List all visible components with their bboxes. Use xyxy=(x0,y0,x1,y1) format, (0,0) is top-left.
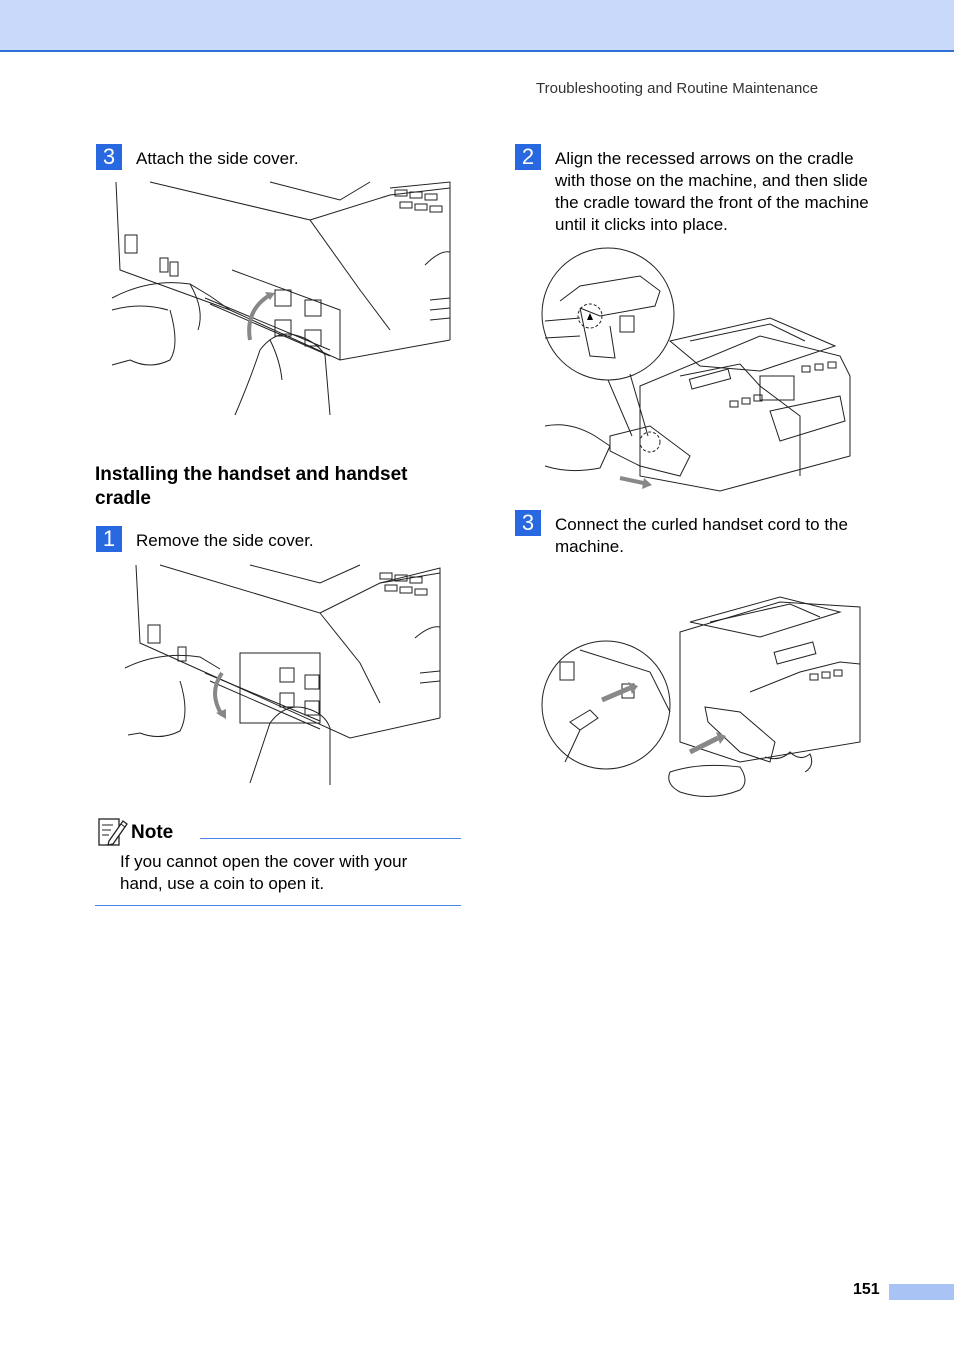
step-number-badge: 2 xyxy=(515,144,541,170)
remove-side-cover-illustration xyxy=(124,564,441,785)
step-number-badge: 3 xyxy=(96,144,122,170)
note-title: Note xyxy=(131,822,174,843)
section-heading: Installing the handset and handset cradl… xyxy=(95,464,408,509)
step-instruction: Remove the side cover. xyxy=(136,531,314,550)
note-divider-bottom xyxy=(95,905,461,906)
note-divider-top xyxy=(200,838,461,839)
step-instruction: Align the recessed arrows on the cradle … xyxy=(555,149,869,234)
connect-handset-cord-illustration xyxy=(541,596,861,797)
header-band xyxy=(0,0,954,52)
step-instruction: Attach the side cover. xyxy=(136,149,299,168)
step-number-badge: 3 xyxy=(515,510,541,536)
step-number-badge: 1 xyxy=(96,526,122,552)
page-number-tab xyxy=(889,1284,954,1300)
align-cradle-illustration xyxy=(541,247,851,492)
page-number: 151 xyxy=(853,1281,880,1298)
note-body: If you cannot open the cover with your h… xyxy=(120,852,408,893)
running-head: Troubleshooting and Routine Maintenance xyxy=(536,80,819,97)
step-instruction: Connect the curled handset cord to the m… xyxy=(555,515,848,556)
attach-side-cover-illustration xyxy=(111,181,451,416)
note-pencil-icon xyxy=(98,818,128,846)
